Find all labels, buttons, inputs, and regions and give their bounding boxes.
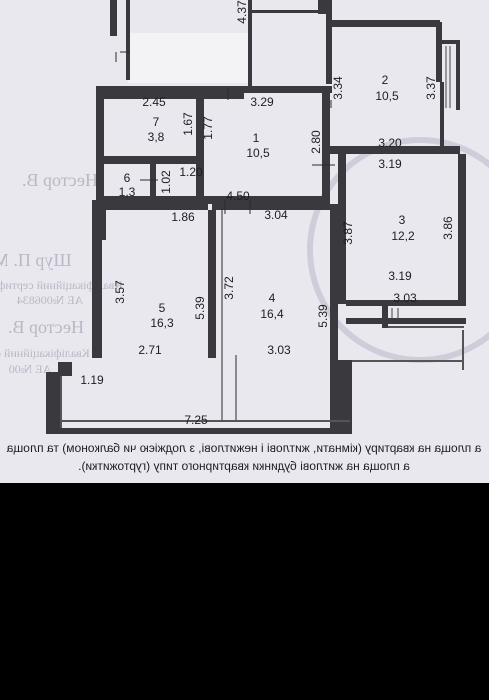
room-5-area: 16,3 — [150, 316, 174, 330]
dimension-lines — [115, 51, 335, 420]
room-2-number: 2 — [382, 73, 389, 87]
stamp-text-7: АЕ №00 — [9, 362, 51, 376]
dim-1-86: 1.86 — [171, 210, 195, 224]
room-7-area: 3,8 — [148, 130, 165, 144]
dim-3-19-a: 3.19 — [378, 157, 402, 171]
room-6-area: 1,3 — [119, 185, 136, 199]
dim-5-39-a: 5.39 — [193, 296, 207, 320]
dim-top-4-37: 4.37 — [235, 0, 249, 24]
stamp-text-3: Кваліфікаційний сертиф — [0, 278, 122, 292]
dim-3-57: 3.57 — [113, 280, 127, 304]
room-4-area: 16,4 — [260, 307, 284, 321]
footer-notes: а площа на квартиру (кімнати, житлові і … — [6, 441, 481, 473]
ghost-stamp: Нестор В. Шур П. М. Кваліфікаційний серт… — [0, 137, 489, 376]
dimensions-horizontal: 2.45 3.29 3.20 3.19 1.20 4.50 1.86 3.04 … — [80, 95, 417, 427]
redacted-area — [128, 33, 248, 83]
dim-2-71: 2.71 — [138, 343, 162, 357]
dim-5-39-b: 5.39 — [316, 304, 330, 328]
room-2-area: 10,5 — [375, 89, 399, 103]
room-6-number: 6 — [124, 171, 131, 185]
stamp-text-4: АЕ №006834 — [17, 293, 83, 307]
dim-3-37: 3.37 — [424, 76, 438, 100]
walls — [46, 0, 466, 434]
dim-3-19-b: 3.19 — [388, 269, 412, 283]
dim-4-50: 4.50 — [226, 189, 250, 203]
room-4-number: 4 — [269, 291, 276, 305]
window-marks — [391, 46, 451, 318]
dim-3-03-b: 3.03 — [393, 291, 417, 305]
room-3-number: 3 — [399, 213, 406, 227]
dim-3-03-a: 3.03 — [267, 343, 291, 357]
dim-3-04: 3.04 — [264, 208, 288, 222]
floor-plan-drawing: Нестор В. Шур П. М. Кваліфікаційний серт… — [0, 0, 489, 473]
room-7-number: 7 — [153, 115, 160, 129]
dimensions-vertical: 3.34 3.37 1.67 1.77 2.80 1.02 3.87 3.86 … — [113, 76, 455, 328]
room-1-area: 10,5 — [246, 146, 270, 160]
room-5-number: 5 — [159, 301, 166, 315]
dim-1-19: 1.19 — [80, 373, 104, 387]
dim-3-72: 3.72 — [222, 276, 236, 300]
dim-1-77: 1.77 — [201, 116, 215, 140]
stamp-text-1: Нестор В. — [22, 170, 98, 190]
dim-3-86: 3.86 — [441, 216, 455, 240]
dim-3-29: 3.29 — [250, 95, 274, 109]
footer-line-2: а площа на житлові будинки квартирного т… — [78, 459, 410, 473]
dim-7-25: 7.25 — [184, 413, 208, 427]
footer-line-1: а площа на квартиру (кімнати, житлові і … — [6, 441, 481, 455]
dim-3-34: 3.34 — [331, 76, 345, 100]
dim-1-02: 1.02 — [159, 170, 173, 194]
stamp-text-6: Кваліфікаційний се — [0, 346, 90, 360]
dim-1-67: 1.67 — [181, 112, 195, 136]
dim-3-20: 3.20 — [378, 136, 402, 150]
stamp-text-2: Шур П. М. — [0, 250, 72, 270]
stamp-text-5: Нестор В. — [8, 317, 84, 337]
black-band — [0, 483, 489, 700]
room-labels: 2 10,5 7 3,8 1 10,5 6 1,3 3 12,2 4 16,4 … — [119, 73, 415, 330]
room-1-number: 1 — [253, 131, 260, 145]
dim-2-80: 2.80 — [309, 130, 323, 154]
dim-3-87: 3.87 — [341, 221, 355, 245]
room-3-area: 12,2 — [391, 229, 415, 243]
dim-2-45: 2.45 — [142, 95, 166, 109]
floor-plan-photo: Нестор В. Шур П. М. Кваліфікаційний серт… — [0, 0, 489, 483]
dim-1-20: 1.20 — [179, 165, 203, 179]
